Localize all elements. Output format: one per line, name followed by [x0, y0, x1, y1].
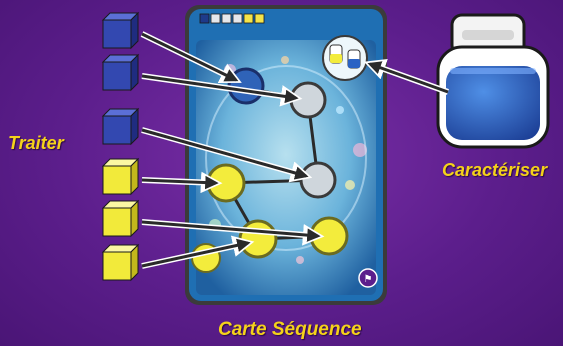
- arrow: [367, 61, 449, 94]
- progress-squares: [199, 13, 265, 24]
- cube-yellow: [101, 199, 140, 238]
- arrow: [141, 238, 251, 268]
- arrow: [141, 175, 219, 190]
- arrow: [141, 32, 239, 82]
- cube-yellow: [101, 157, 140, 196]
- progress-square: [199, 13, 210, 24]
- progress-square: [221, 13, 232, 24]
- arrow: [141, 74, 299, 104]
- arrow-list: [140, 31, 450, 269]
- badge-icon: ⚑: [364, 274, 373, 285]
- arrow: [141, 220, 321, 242]
- progress-square: [210, 13, 221, 24]
- card-badge: ⚑: [358, 268, 378, 288]
- slot-blue: [227, 67, 265, 105]
- label-characterize: Caractériser: [442, 160, 548, 180]
- cube-list: [101, 11, 140, 282]
- characterize-slot-icon: [322, 35, 368, 81]
- cube-yellow: [101, 243, 140, 282]
- cube-blue: [101, 107, 140, 146]
- arrow: [141, 128, 309, 180]
- progress-square: [243, 13, 254, 24]
- jar-icon: [436, 13, 550, 149]
- label-card: Carte Séquence: [218, 319, 362, 340]
- cube-blue: [101, 11, 140, 50]
- slot-grey: [289, 81, 327, 119]
- slot-grey: [299, 161, 337, 199]
- progress-square: [254, 13, 265, 24]
- progress-square: [232, 13, 243, 24]
- label-process: Traiter: [8, 133, 64, 153]
- cube-blue: [101, 53, 140, 92]
- slot-yellow: [238, 219, 278, 259]
